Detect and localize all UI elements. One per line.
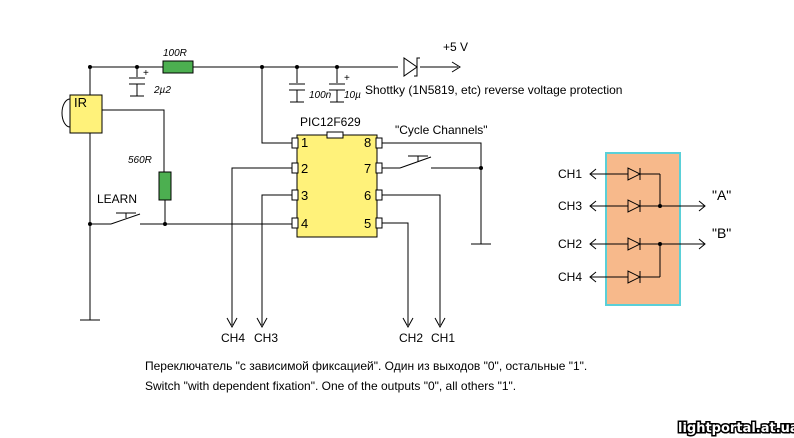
chip-wiring [226, 67, 491, 329]
out-ch1: CH1 [431, 331, 455, 345]
out-ch3: CH3 [254, 331, 278, 345]
chip-label: PIC12F629 [300, 115, 361, 129]
learn-switch [90, 212, 295, 225]
c1-label: 2µ2 [153, 85, 171, 96]
matrix-out-b: "B" [712, 225, 731, 241]
pin-2: 2 [301, 161, 308, 176]
pin-6: 6 [364, 188, 371, 203]
pin-3: 3 [301, 188, 308, 203]
c3-label: 10µ [344, 90, 361, 101]
schottky-diode [403, 57, 420, 77]
matrix-wiring [589, 167, 706, 284]
c3-plus: + [344, 73, 350, 84]
pin-1: 1 [301, 135, 308, 150]
pin-4: 4 [301, 216, 308, 231]
ir-label: IR [74, 95, 87, 110]
pin-8: 8 [364, 135, 371, 150]
matrix-in-ch1: CH1 [558, 167, 582, 181]
matrix-in-ch4: CH4 [558, 270, 582, 284]
resistor-r1 [162, 60, 194, 74]
capacitor-c3 [329, 67, 345, 103]
ir-wires [80, 109, 165, 321]
pin-5: 5 [364, 216, 371, 231]
vcc-label: +5 V [443, 40, 468, 54]
out-ch2: CH2 [399, 331, 423, 345]
c1-plus: + [143, 68, 149, 79]
cycle-label: "Cycle Channels" [395, 123, 488, 137]
matrix-out-a: "A" [712, 187, 731, 203]
pins-left [291, 137, 299, 229]
matrix-in-ch2: CH2 [558, 237, 582, 251]
r2-label: 560R [128, 155, 152, 166]
watermark: lightportal.at.ua [678, 421, 794, 436]
schottky-note: Shottky (1N5819, etc) reverse voltage pr… [365, 83, 622, 97]
ir-receiver [61, 94, 103, 134]
resistor-r2 [158, 171, 172, 201]
capacitor-c2 [289, 67, 305, 103]
note-en: Switch "with dependent fixation". One of… [145, 379, 516, 393]
diode-matrix [605, 152, 681, 306]
learn-label: LEARN [97, 192, 137, 206]
r1-label: 100R [163, 48, 187, 59]
c2-label: 100n [309, 90, 332, 101]
pin-7: 7 [364, 161, 371, 176]
out-ch4: CH4 [221, 331, 245, 345]
note-ru: Переключатель "с зависимой фиксацией". О… [145, 359, 587, 373]
matrix-in-ch3: CH3 [558, 199, 582, 213]
